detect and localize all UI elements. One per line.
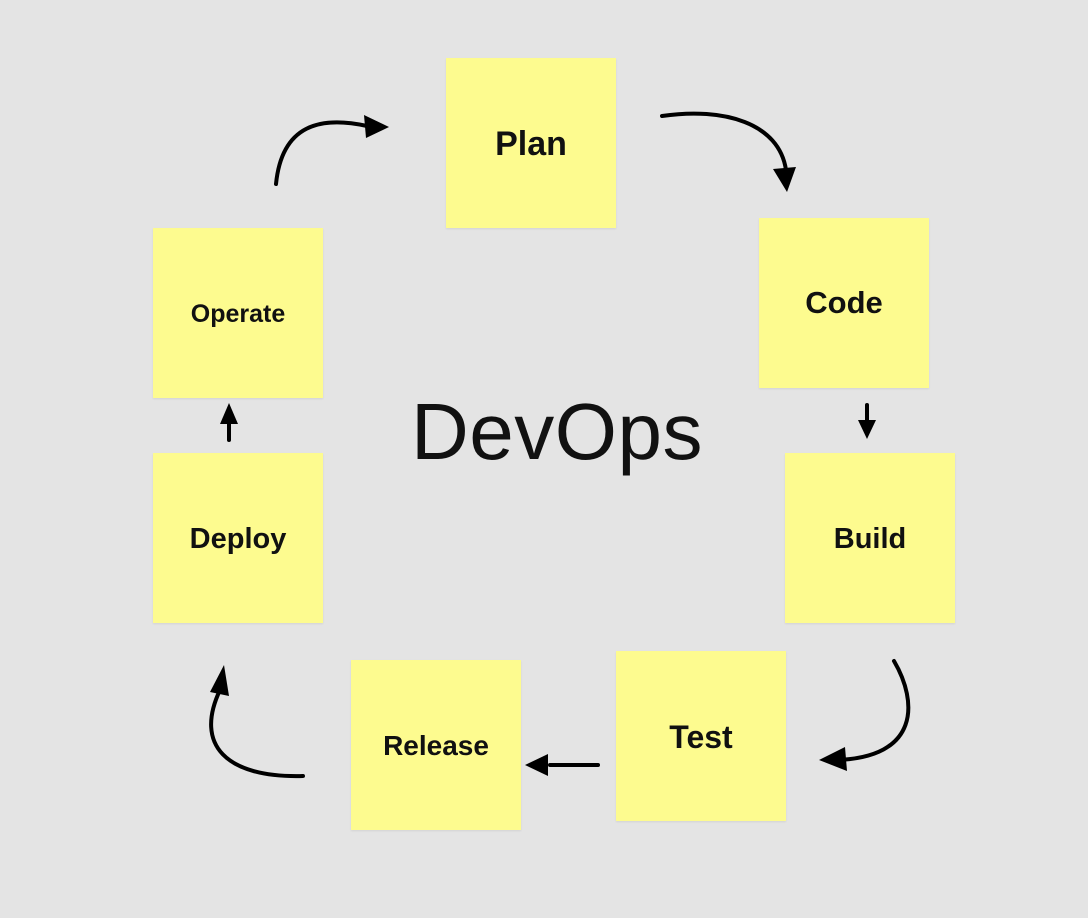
stage-label-build: Build [833, 522, 907, 555]
stage-note-operate: Operate [153, 228, 323, 398]
arrow-head-operate [220, 403, 238, 424]
arrow-head-test [819, 747, 847, 771]
stage-label-release: Release [383, 730, 489, 761]
stage-label-deploy: Deploy [189, 522, 287, 555]
arrow-head-code [773, 167, 796, 192]
stage-label-operate: Operate [190, 299, 286, 328]
arrow-release-to-deploy [209, 688, 305, 779]
arrow-operate-to-plan [274, 120, 369, 186]
stage-note-test: Test [616, 651, 786, 821]
arrow-build-to-test [833, 659, 911, 762]
stage-label-test: Test [669, 719, 733, 755]
arrow-plan-to-code [660, 111, 788, 172]
stage-note-plan: Plan [446, 58, 616, 228]
arrow-head-build [858, 420, 876, 439]
stage-note-build: Build [785, 453, 955, 623]
stage-note-deploy: Deploy [153, 453, 323, 623]
stage-label-code: Code [805, 284, 883, 320]
diagram-title: DevOps [411, 387, 703, 476]
arrow-head-plan [364, 115, 389, 138]
stage-note-release: Release [351, 660, 521, 830]
arrow-head-deploy [210, 665, 229, 696]
arrow-head-release [525, 754, 548, 776]
stage-label-plan: Plan [495, 125, 567, 163]
stage-note-code: Code [759, 218, 929, 388]
